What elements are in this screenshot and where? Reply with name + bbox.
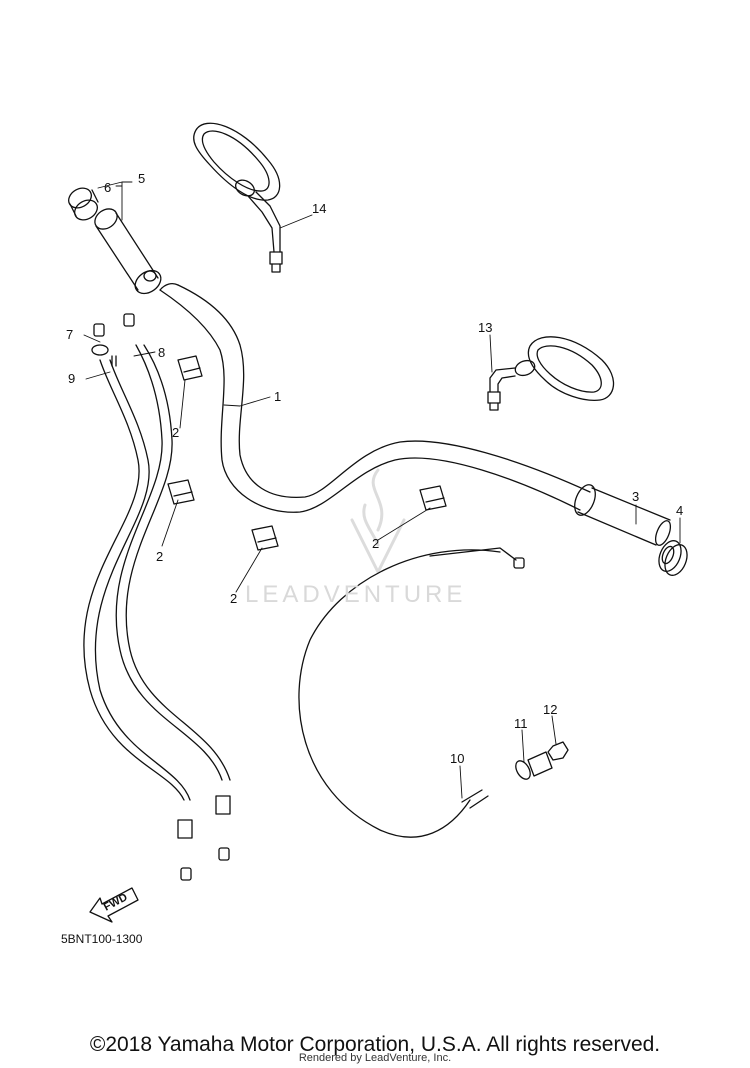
watermark-logo [350,468,406,574]
callout-14: 14 [312,201,326,216]
throttle-grip [94,208,162,295]
copyright-notice: ©2018 Yamaha Motor Corporation, U.S.A. A… [89,1033,661,1056]
callout-9: 9 [68,371,75,386]
callout-labels: 1 2 2 2 2 3 4 5 6 7 8 9 10 11 12 13 14 [66,171,683,766]
callout-1: 1 [274,389,281,404]
callout-11: 11 [514,716,528,731]
mirror-left [193,122,283,273]
bar-end-cap [658,540,688,576]
callout-10: 10 [450,751,464,766]
diagram-code: 5BNT100-1300 [61,932,143,946]
callout-2b: 2 [156,549,163,564]
mirror-right [487,336,615,411]
callout-4: 4 [676,503,683,518]
callout-8: 8 [158,345,165,360]
callout-2c: 2 [230,591,237,606]
clutch-cable [298,547,525,838]
callout-7: 7 [66,327,73,342]
cable-clamp-3 [251,525,279,551]
callout-13: 13 [478,320,492,335]
locknut [547,741,569,761]
cable-clamp-2 [167,479,195,505]
callout-5: 5 [138,171,145,186]
throttle-cables [83,313,231,881]
callout-12: 12 [543,702,557,717]
callout-2a: 2 [172,425,179,440]
cable-clamp-4 [419,485,447,511]
callout-3: 3 [632,489,639,504]
callout-6: 6 [104,180,111,195]
handlebar [159,283,591,513]
grip-end-cap [68,187,99,221]
forward-arrow-icon [89,887,139,923]
right-grip [574,484,672,546]
watermark-text: LEADVENTURE [245,581,466,608]
cable-adjuster [515,751,553,780]
callout-2d: 2 [372,536,379,551]
leader-lines [83,181,681,799]
rendered-by-notice: Rendered by LeadVenture, Inc. [298,1052,452,1064]
cable-clamp-1 [177,355,203,381]
forward-label: FWD [102,891,130,913]
